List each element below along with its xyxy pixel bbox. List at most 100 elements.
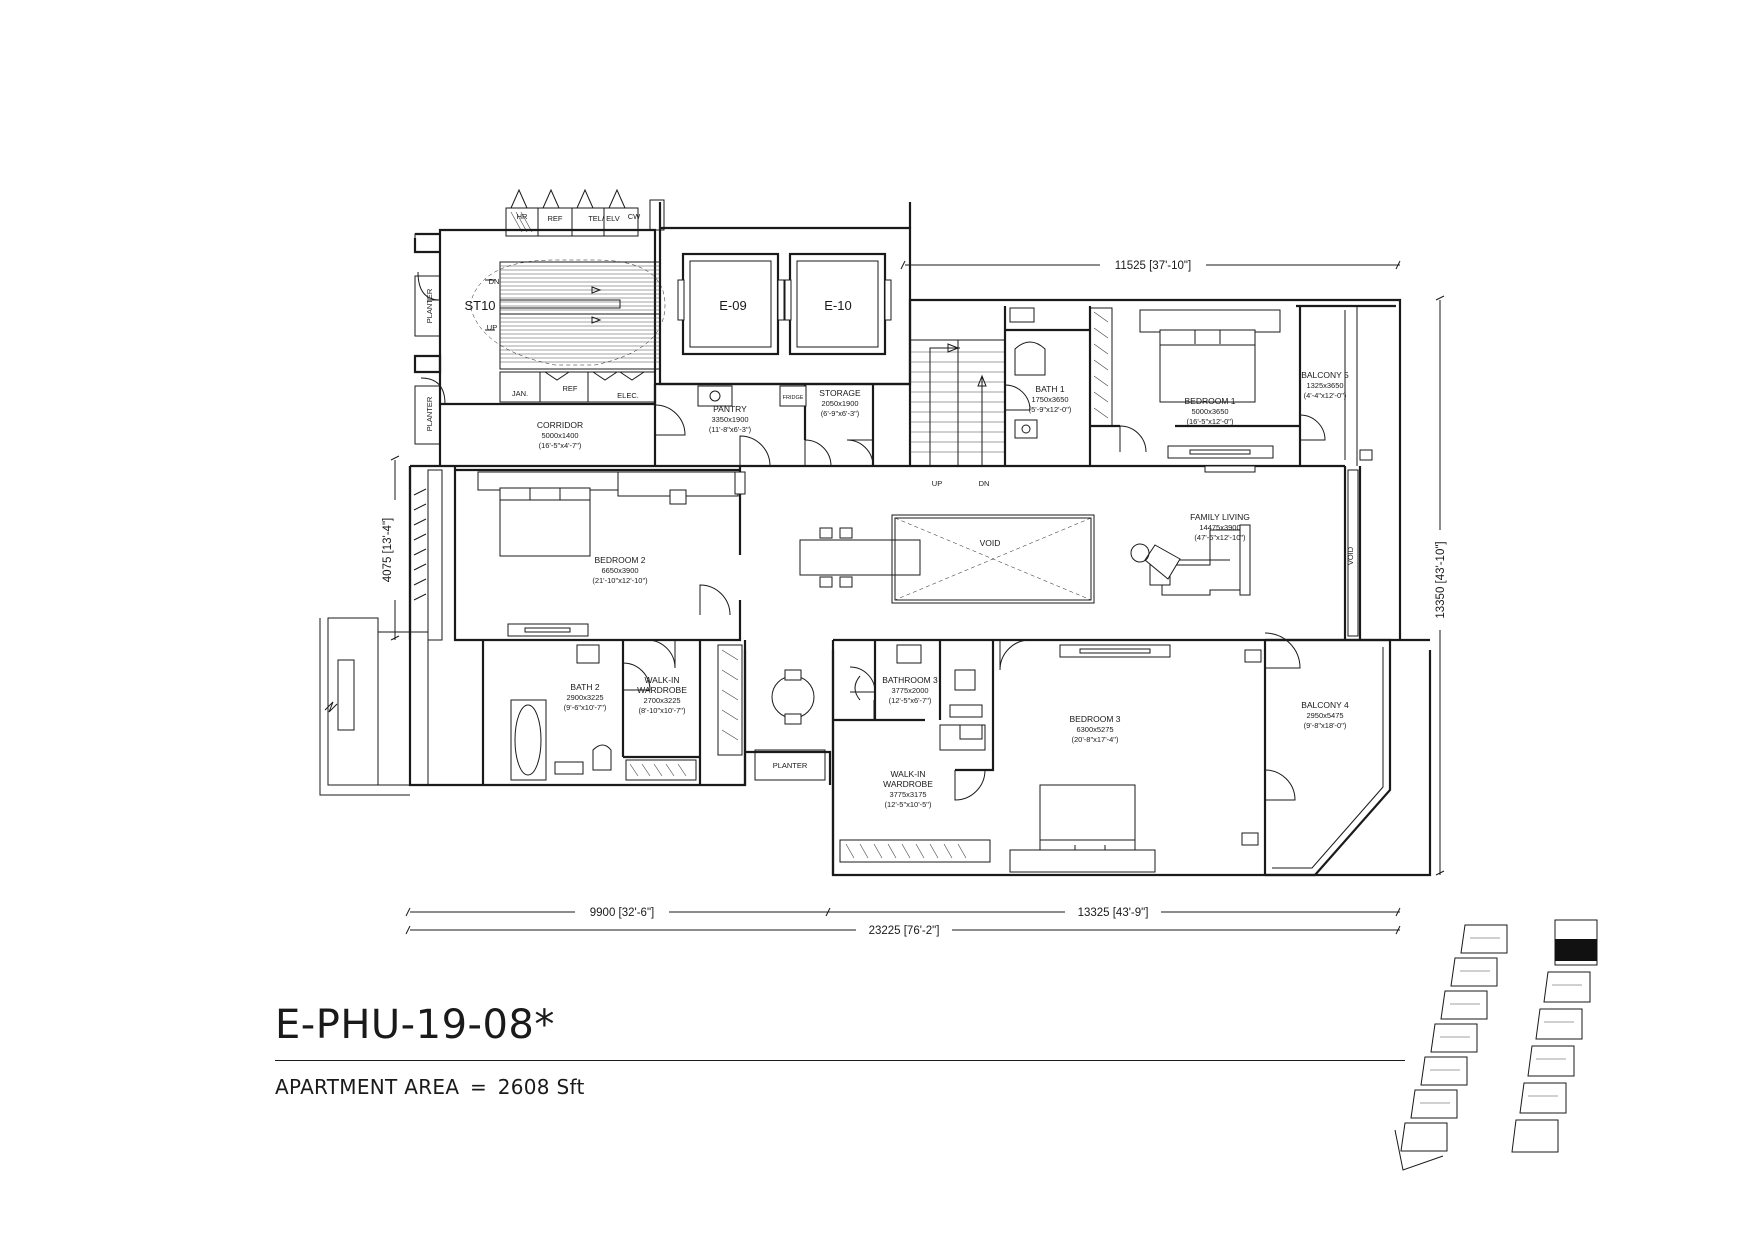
fixtures: FRIDGE — [477, 306, 1373, 873]
svg-text:WALK-IN: WALK-IN — [644, 675, 679, 685]
room-walk-in-wardrobe-2: WALK-IN WARDROBE 2700x3225 (8'-10"x10'-7… — [637, 675, 687, 715]
svg-text:3350x1900: 3350x1900 — [711, 415, 748, 424]
key-plan — [1394, 919, 1598, 1171]
svg-text:(6'-9"x6'-3"): (6'-9"x6'-3") — [821, 409, 860, 418]
dim-bottom-left: 9900 [32'-6"] — [590, 907, 654, 919]
room-walk-in-wardrobe-3: WALK-IN WARDROBE 3775x3175 (12'-5"x10'-5… — [883, 769, 933, 809]
svg-text:2950x5475: 2950x5475 — [1306, 711, 1343, 720]
svg-text:(4'-4"x12'-0"): (4'-4"x12'-0") — [1304, 391, 1347, 400]
apartment-walls — [319, 298, 1432, 877]
planter-label-2: PLANTER — [773, 761, 808, 770]
svg-text:BALCONY 4: BALCONY 4 — [1301, 700, 1349, 710]
void-label-side: VOID — [1346, 546, 1355, 565]
svg-text:1750x3650: 1750x3650 — [1031, 395, 1068, 404]
dim-bottom-total: 23225 [76'-2"] — [869, 925, 940, 937]
planter-label-upper: PLANTER — [425, 288, 434, 323]
svg-text:(20'-8"x17'-4"): (20'-8"x17'-4") — [1072, 735, 1119, 744]
room-pantry: PANTRY 3350x1900 (11'-8"x6'-3") — [709, 404, 752, 434]
room-bathroom-3: BATHROOM 3 3775x2000 (12'-5"x6'-7") — [882, 675, 938, 705]
lift-label-e09: E-09 — [719, 298, 746, 313]
room-family-living: FAMILY LIVING 14475x3900 (47'-6"x12'-10"… — [1190, 512, 1250, 542]
room-balcony-5: BALCONY 5 1325x3650 (4'-4"x12'-0") — [1301, 370, 1349, 400]
svg-text:(11'-8"x6'-3"): (11'-8"x6'-3") — [709, 425, 752, 434]
svg-text:WARDROBE: WARDROBE — [883, 779, 933, 789]
svg-text:BATH 2: BATH 2 — [570, 682, 599, 692]
svg-text:BEDROOM 3: BEDROOM 3 — [1069, 714, 1120, 724]
svg-text:(16'-5"x12'-0"): (16'-5"x12'-0") — [1187, 417, 1234, 426]
svg-text:1325x3650: 1325x3650 — [1306, 381, 1343, 390]
room-bath-2: BATH 2 2900x3225 (9'-6"x10'-7") — [564, 682, 607, 712]
shaft-row-top — [505, 188, 665, 237]
lift-e10 — [784, 252, 892, 356]
svg-text:3775x2000: 3775x2000 — [891, 686, 928, 695]
svg-text:(47'-6"x12'-10"): (47'-6"x12'-10") — [1194, 533, 1246, 542]
room-bedroom-3: BEDROOM 3 6300x5275 (20'-8"x17'-4") — [1069, 714, 1120, 744]
key-plan-highlight-unit — [1555, 939, 1597, 961]
lift-e09 — [677, 252, 785, 356]
area-value: 2608 Sft — [497, 1075, 585, 1099]
svg-text:BATHROOM 3: BATHROOM 3 — [882, 675, 938, 685]
svg-text:(21'-10"x12'-10"): (21'-10"x12'-10") — [592, 576, 648, 585]
stair-up-label-2: UP — [932, 479, 942, 488]
key-plan-tower-right — [1511, 919, 1598, 1153]
unit-code-title: E-PHU-19-08* — [275, 1002, 555, 1048]
dimensions: 11525 [37'-10"] 13350 [43'-10"] 4075 [13… — [382, 257, 1447, 937]
shaft-label-elec: ELEC. — [617, 391, 639, 400]
svg-text:BEDROOM 2: BEDROOM 2 — [594, 555, 645, 565]
dim-top: 11525 [37'-10"] — [1115, 260, 1191, 272]
lift-label-e10: E-10 — [824, 298, 851, 313]
svg-text:2050x1900: 2050x1900 — [821, 399, 858, 408]
svg-text:6650x3900: 6650x3900 — [601, 566, 638, 575]
key-plan-tower-left — [1394, 924, 1508, 1171]
stair-label: ST10 — [464, 298, 495, 313]
shaft-label-hr: HR — [517, 212, 528, 221]
room-storage: STORAGE 2050x1900 (6'-9"x6'-3") — [819, 388, 861, 418]
room-bath-1: BATH 1 1750x3650 (5'-9"x12'-0") — [1029, 384, 1072, 414]
svg-text:BEDROOM 1: BEDROOM 1 — [1184, 396, 1235, 406]
void-label: VOID — [980, 538, 1001, 548]
doors — [622, 384, 1326, 801]
svg-text:(5'-9"x12'-0"): (5'-9"x12'-0") — [1029, 405, 1072, 414]
fridge-label: FRIDGE — [783, 395, 804, 401]
left-louvres — [413, 469, 443, 641]
svg-text:WALK-IN: WALK-IN — [890, 769, 925, 779]
svg-text:(8'-10"x10'-7"): (8'-10"x10'-7") — [639, 706, 686, 715]
dim-left: 4075 [13'-4"] — [382, 518, 394, 582]
shaft-label-tel: TEL/ ELV — [588, 214, 620, 223]
shaft-label-jan: JAN. — [512, 389, 528, 398]
room-bedroom-1: BEDROOM 1 5000x3650 (16'-5"x12'-0") — [1184, 396, 1235, 426]
svg-text:BALCONY 5: BALCONY 5 — [1301, 370, 1349, 380]
svg-text:14475x3900: 14475x3900 — [1199, 523, 1240, 532]
room-corridor: CORRIDOR 5000x1400 (16'-5"x4'-7") — [537, 420, 583, 450]
apartment-area-line: APARTMENT AREA = 2608 Sft — [275, 1075, 589, 1099]
svg-text:FAMILY LIVING: FAMILY LIVING — [1190, 512, 1250, 522]
svg-text:(16'-5"x4'-7"): (16'-5"x4'-7") — [539, 441, 582, 450]
svg-text:CORRIDOR: CORRIDOR — [537, 420, 583, 430]
stair-dn-label: DN — [489, 277, 500, 286]
shaft-label-cw: CW — [628, 212, 641, 221]
dim-bottom-right: 13325 [43'-9"] — [1078, 907, 1149, 919]
room-bedroom-2: BEDROOM 2 6650x3900 (21'-10"x12'-10") — [592, 555, 648, 585]
svg-text:WARDROBE: WARDROBE — [637, 685, 687, 695]
shaft-label-ref-2: REF — [563, 384, 578, 393]
svg-text:PANTRY: PANTRY — [713, 404, 747, 414]
svg-text:5000x1400: 5000x1400 — [541, 431, 578, 440]
svg-text:(12'-5"x10'-5"): (12'-5"x10'-5") — [885, 800, 932, 809]
svg-text:6300x5275: 6300x5275 — [1076, 725, 1113, 734]
title-divider — [275, 1060, 1405, 1061]
stair-dn-label-2: DN — [979, 479, 990, 488]
room-labels: CORRIDOR 5000x1400 (16'-5"x4'-7") PANTRY… — [537, 370, 1355, 809]
stair-up-label: UP — [487, 323, 497, 332]
svg-text:5000x3650: 5000x3650 — [1191, 407, 1228, 416]
svg-text:2700x3225: 2700x3225 — [643, 696, 680, 705]
svg-text:2900x3225: 2900x3225 — [566, 693, 603, 702]
svg-text:STORAGE: STORAGE — [819, 388, 861, 398]
svg-text:3775x3175: 3775x3175 — [889, 790, 926, 799]
core-block: HR REF TEL/ ELV CW ST10 DN UP — [413, 188, 912, 445]
planter-label-lower: PLANTER — [425, 396, 434, 431]
svg-text:(12'-5"x6'-7"): (12'-5"x6'-7") — [889, 696, 932, 705]
svg-text:(9'-6"x10'-7"): (9'-6"x10'-7") — [564, 703, 607, 712]
area-label: APARTMENT AREA — [275, 1075, 460, 1099]
area-equals: = — [470, 1075, 488, 1099]
